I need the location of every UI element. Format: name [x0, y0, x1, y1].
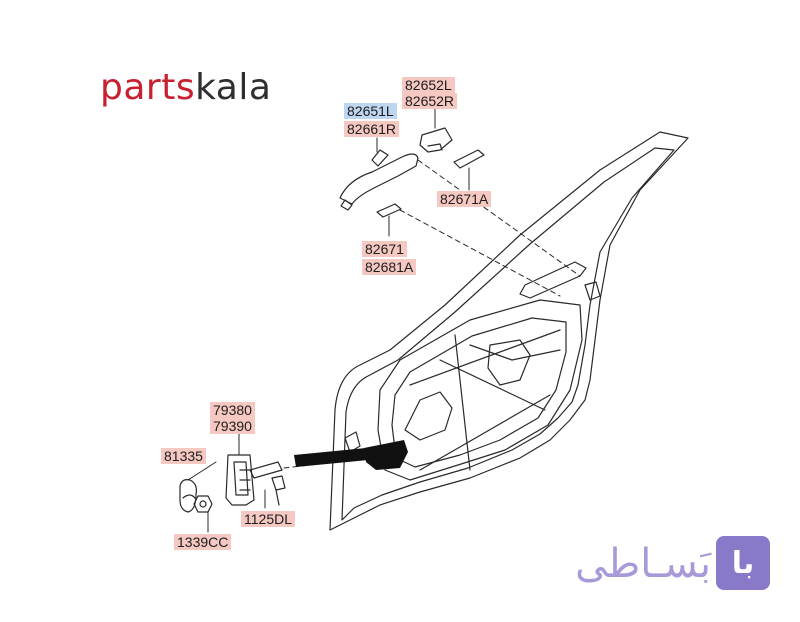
handle-gasket-front — [453, 149, 485, 169]
label-1125dl: 1125DL — [241, 511, 296, 527]
nut-1339cc — [193, 495, 213, 513]
label-82671a: 82671A — [437, 191, 492, 207]
logo-word-parts: parts — [100, 67, 196, 108]
label-79390: 79390 — [210, 418, 255, 434]
label-82661r: 82661R — [344, 121, 400, 137]
label-1339cc: 1339CC — [174, 534, 232, 550]
outside-handle — [339, 149, 419, 211]
label-79380: 79380 — [210, 402, 255, 418]
handle-cap — [419, 127, 453, 153]
door-panel — [329, 131, 689, 531]
label-82681a: 82681A — [362, 259, 417, 275]
label-82652l: 82652L — [402, 77, 455, 93]
leader-lines — [187, 107, 470, 533]
logo-word-kala: kala — [195, 67, 272, 108]
watermark-badge: با — [716, 536, 770, 590]
handle-gasket-rear — [376, 203, 402, 218]
dashed-guides — [283, 159, 581, 469]
watermark-text: بَسـاطی — [575, 541, 711, 587]
label-82652r: 82652R — [402, 93, 458, 109]
label-82651l: 82651L — [344, 103, 397, 119]
partskala-logo: partskala — [100, 70, 271, 106]
checker-mount-pointer — [294, 440, 408, 470]
door-checker — [225, 454, 283, 506]
checker-bolt — [271, 475, 286, 506]
bumper-81335 — [179, 479, 197, 513]
label-82671: 82671 — [362, 241, 407, 257]
label-81335: 81335 — [161, 448, 206, 464]
